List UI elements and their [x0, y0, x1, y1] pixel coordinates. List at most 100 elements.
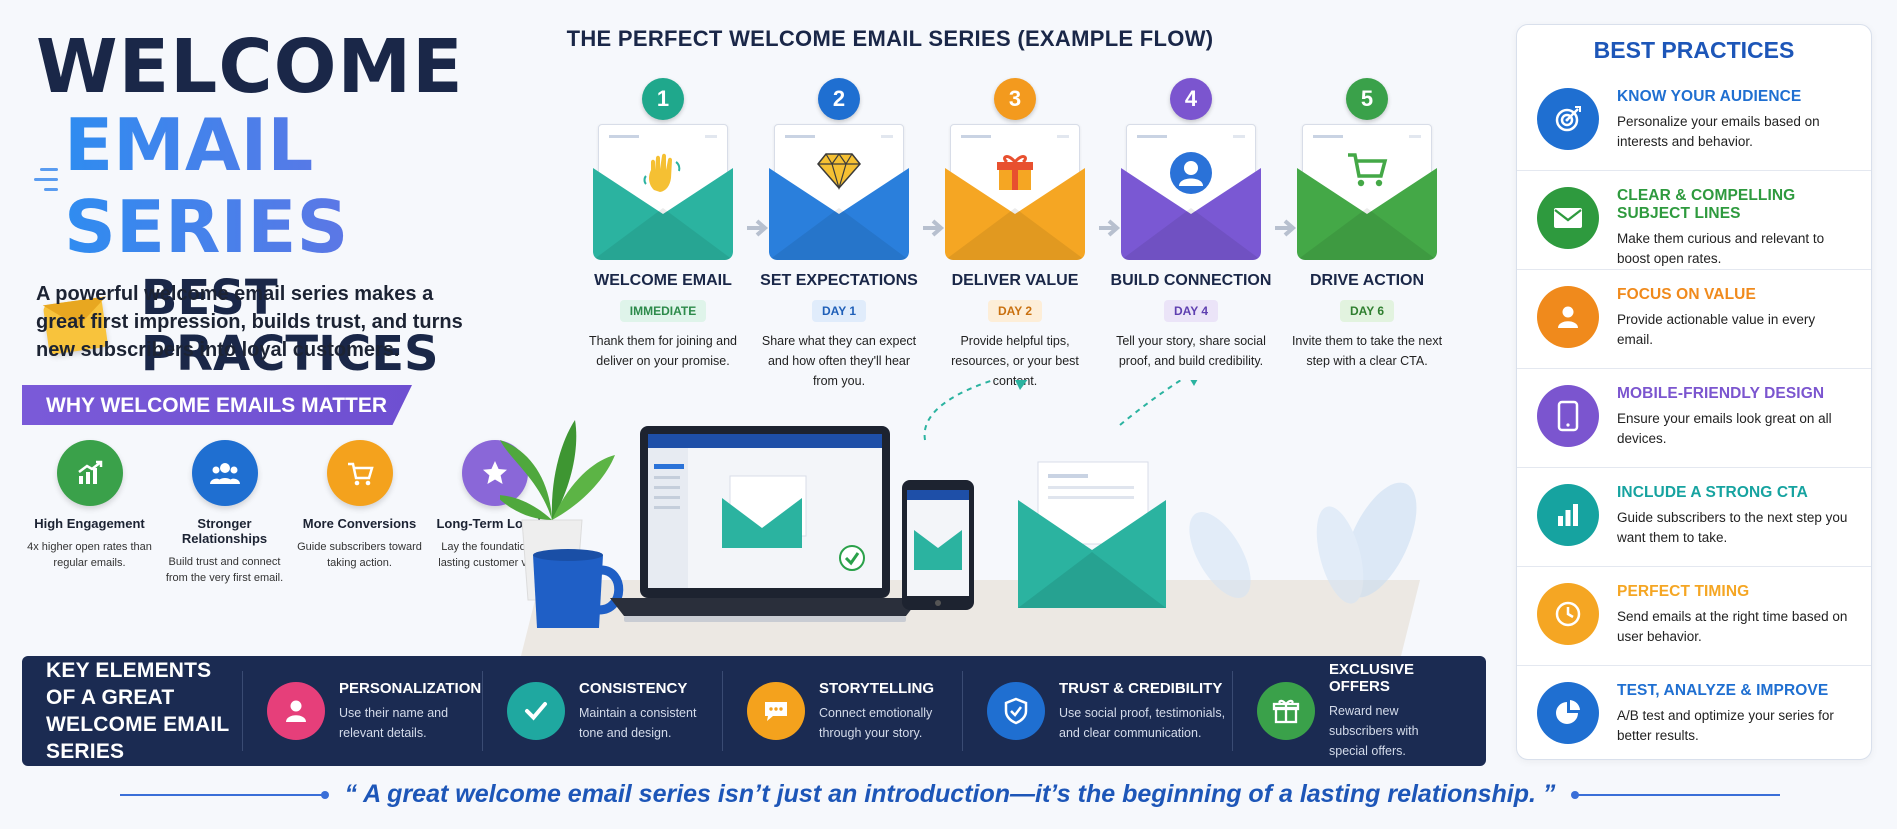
- key-element-desc: Maintain a consistent tone and design.: [579, 705, 697, 740]
- hero-line-welcome: WELCOME: [36, 24, 464, 110]
- key-elements-list: PERSONALIZATION Use their name and relev…: [242, 661, 1452, 758]
- why-item-title: High Engagement: [34, 516, 145, 531]
- step-badge: IMMEDIATE: [619, 300, 707, 322]
- step-desc: Invite them to take the next step with a…: [1291, 334, 1443, 368]
- quote-divider-right: [1571, 790, 1780, 799]
- person-icon: [267, 682, 325, 740]
- flow-title: THE PERFECT WELCOME EMAIL SERIES (EXAMPL…: [566, 26, 1214, 51]
- best-practice-item: FOCUS ON VALUE Provide actionable value …: [1517, 270, 1871, 369]
- hero-title: WELCOME EMAIL SERIES BEST PRACTICES: [34, 24, 556, 391]
- best-practices-list: KNOW YOUR AUDIENCE Personalize your emai…: [1517, 72, 1871, 765]
- key-element-title: CONSISTENCY: [579, 679, 688, 697]
- best-practice-item: PERFECT TIMING Send emails at the right …: [1517, 567, 1871, 666]
- person-icon: [1537, 286, 1599, 348]
- step-number: 1: [642, 78, 684, 120]
- key-elements-bar: KEY ELEMENTS OF A GREAT WELCOME EMAIL SE…: [22, 656, 1486, 766]
- step-desc: Thank them for joining and deliver on yo…: [588, 334, 737, 368]
- key-element-item: PERSONALIZATION Use their name and relev…: [242, 671, 482, 751]
- best-practice-title: PERFECT TIMING: [1617, 583, 1750, 600]
- step-title: DELIVER VALUE: [951, 272, 1079, 289]
- check-icon: [507, 682, 565, 740]
- why-item-desc: Guide subscribers toward taking action.: [297, 541, 422, 569]
- shield-icon: [987, 682, 1045, 740]
- flow-step: 2 SET EXPECTATIONS DAY 1 Share what they…: [751, 78, 945, 391]
- envelope-icon: [1121, 110, 1261, 260]
- paper-plane-icon: [923, 380, 1198, 441]
- step-title: SET EXPECTATIONS: [760, 272, 918, 289]
- key-elements-heading: KEY ELEMENTS OF A GREAT WELCOME EMAIL SE…: [46, 659, 230, 763]
- best-practice-desc: A/B test and optimize your series for be…: [1617, 708, 1834, 743]
- laptop-icon: [610, 426, 920, 622]
- why-item-desc: 4x higher open rates than regular emails…: [27, 541, 152, 569]
- best-practice-desc: Provide actionable value in every email.: [1617, 312, 1816, 347]
- step-desc: Tell your story, share social proof, and…: [1116, 334, 1266, 368]
- diamond-icon: [816, 150, 862, 197]
- envelope-icon: [1018, 461, 1166, 608]
- key-element-title: EXCLUSIVE OFFERS: [1329, 661, 1415, 695]
- key-element-title: STORYTELLING: [819, 679, 935, 697]
- envelope-icon: [593, 110, 733, 260]
- desk-illustration: [500, 380, 1420, 660]
- why-banner: WHY WELCOME EMAILS MATTER: [22, 385, 412, 425]
- cart-icon: [1345, 150, 1389, 197]
- gift-icon: [1257, 682, 1315, 740]
- why-list: High Engagement 4x higher open rates tha…: [22, 440, 562, 586]
- best-practices-panel: BEST PRACTICES KNOW YOUR AUDIENCE Person…: [1516, 24, 1872, 760]
- envelope-icon: [1297, 110, 1437, 260]
- intro-text: A powerful welcome email series makes a …: [36, 283, 463, 361]
- best-practice-desc: Send emails at the right time based on u…: [1617, 609, 1848, 644]
- best-practice-title: FOCUS ON VALUE: [1617, 286, 1756, 303]
- arrow-right-icon: [747, 219, 769, 237]
- best-practice-item: MOBILE-FRIENDLY DESIGN Ensure your email…: [1517, 369, 1871, 468]
- step-badge: DAY 4: [1163, 300, 1219, 322]
- best-practice-desc: Ensure your emails look great on all dev…: [1617, 411, 1832, 446]
- key-element-title: TRUST & CREDIBILITY: [1059, 679, 1223, 697]
- quote-divider-left: [120, 790, 329, 799]
- pie-chart-icon: [1537, 682, 1599, 744]
- person-icon: [1168, 150, 1214, 203]
- flow-step: 1 WELCOME EMAIL IMMEDIATE Thank them for…: [575, 78, 769, 391]
- best-practice-item: CLEAR & COMPELLING SUBJECT LINES Make th…: [1517, 171, 1871, 270]
- hero-line-email-series: EMAIL SERIES: [64, 104, 556, 268]
- bar-chart-icon: [1537, 484, 1599, 546]
- why-item: High Engagement 4x higher open rates tha…: [22, 440, 157, 586]
- key-element-desc: Use social proof, testimonials, and clea…: [1059, 705, 1226, 740]
- flow-step: 5 DRIVE ACTION DAY 6 Invite them to take…: [1279, 78, 1455, 391]
- flow-step: 4 BUILD CONNECTION DAY 4 Tell your story…: [1103, 78, 1297, 391]
- arrow-right-icon: [1275, 219, 1297, 237]
- waving-hand-icon: [640, 150, 686, 203]
- step-badge: DAY 2: [987, 300, 1043, 322]
- key-element-item: EXCLUSIVE OFFERS Reward new subscribers …: [1232, 661, 1452, 758]
- phone-icon: [1537, 385, 1599, 447]
- step-number: 4: [1170, 78, 1212, 120]
- cart-icon: [326, 440, 393, 506]
- why-item: More Conversions Guide subscribers towar…: [292, 440, 427, 586]
- why-item-desc: Lay the foundation for lasting customer …: [438, 541, 551, 569]
- key-element-title: PERSONALIZATION: [339, 679, 482, 697]
- phone-icon: [902, 480, 974, 610]
- best-practice-title: KNOW YOUR AUDIENCE: [1617, 88, 1802, 105]
- quote-text: “ A great welcome email series isn’t jus…: [344, 780, 1556, 808]
- best-practice-title: MOBILE-FRIENDLY DESIGN: [1617, 385, 1825, 402]
- key-element-item: CONSISTENCY Maintain a consistent tone a…: [482, 671, 722, 751]
- flow-step: 3 DELIVER VALUE DAY 2 Provide helpful ti…: [927, 78, 1121, 391]
- best-practice-title: INCLUDE A STRONG CTA: [1617, 484, 1808, 501]
- step-number: 3: [994, 78, 1036, 120]
- step-badge: DAY 1: [811, 300, 867, 322]
- hero-line-best-practices: BEST PRACTICES: [140, 270, 439, 382]
- best-practice-desc: Make them curious and relevant to boost …: [1617, 231, 1825, 266]
- envelope-icon: [945, 110, 1085, 260]
- envelope-icon: [769, 110, 909, 260]
- step-badge: DAY 6: [1339, 300, 1395, 322]
- clock-icon: [1537, 583, 1599, 645]
- speed-lines-icon: [34, 168, 58, 198]
- step-title: BUILD CONNECTION: [1110, 272, 1272, 289]
- best-practice-title: TEST, ANALYZE & IMPROVE: [1617, 682, 1829, 699]
- best-practice-desc: Personalize your emails based on interes…: [1617, 114, 1820, 149]
- why-item-title: Stronger Relationships: [181, 516, 268, 546]
- quote-row: “ A great welcome email series isn’t jus…: [120, 780, 1780, 809]
- leaf-decoration: [1189, 482, 1417, 604]
- step-number: 2: [818, 78, 860, 120]
- key-element-desc: Use their name and relevant details.: [339, 705, 449, 740]
- step-number: 5: [1346, 78, 1388, 120]
